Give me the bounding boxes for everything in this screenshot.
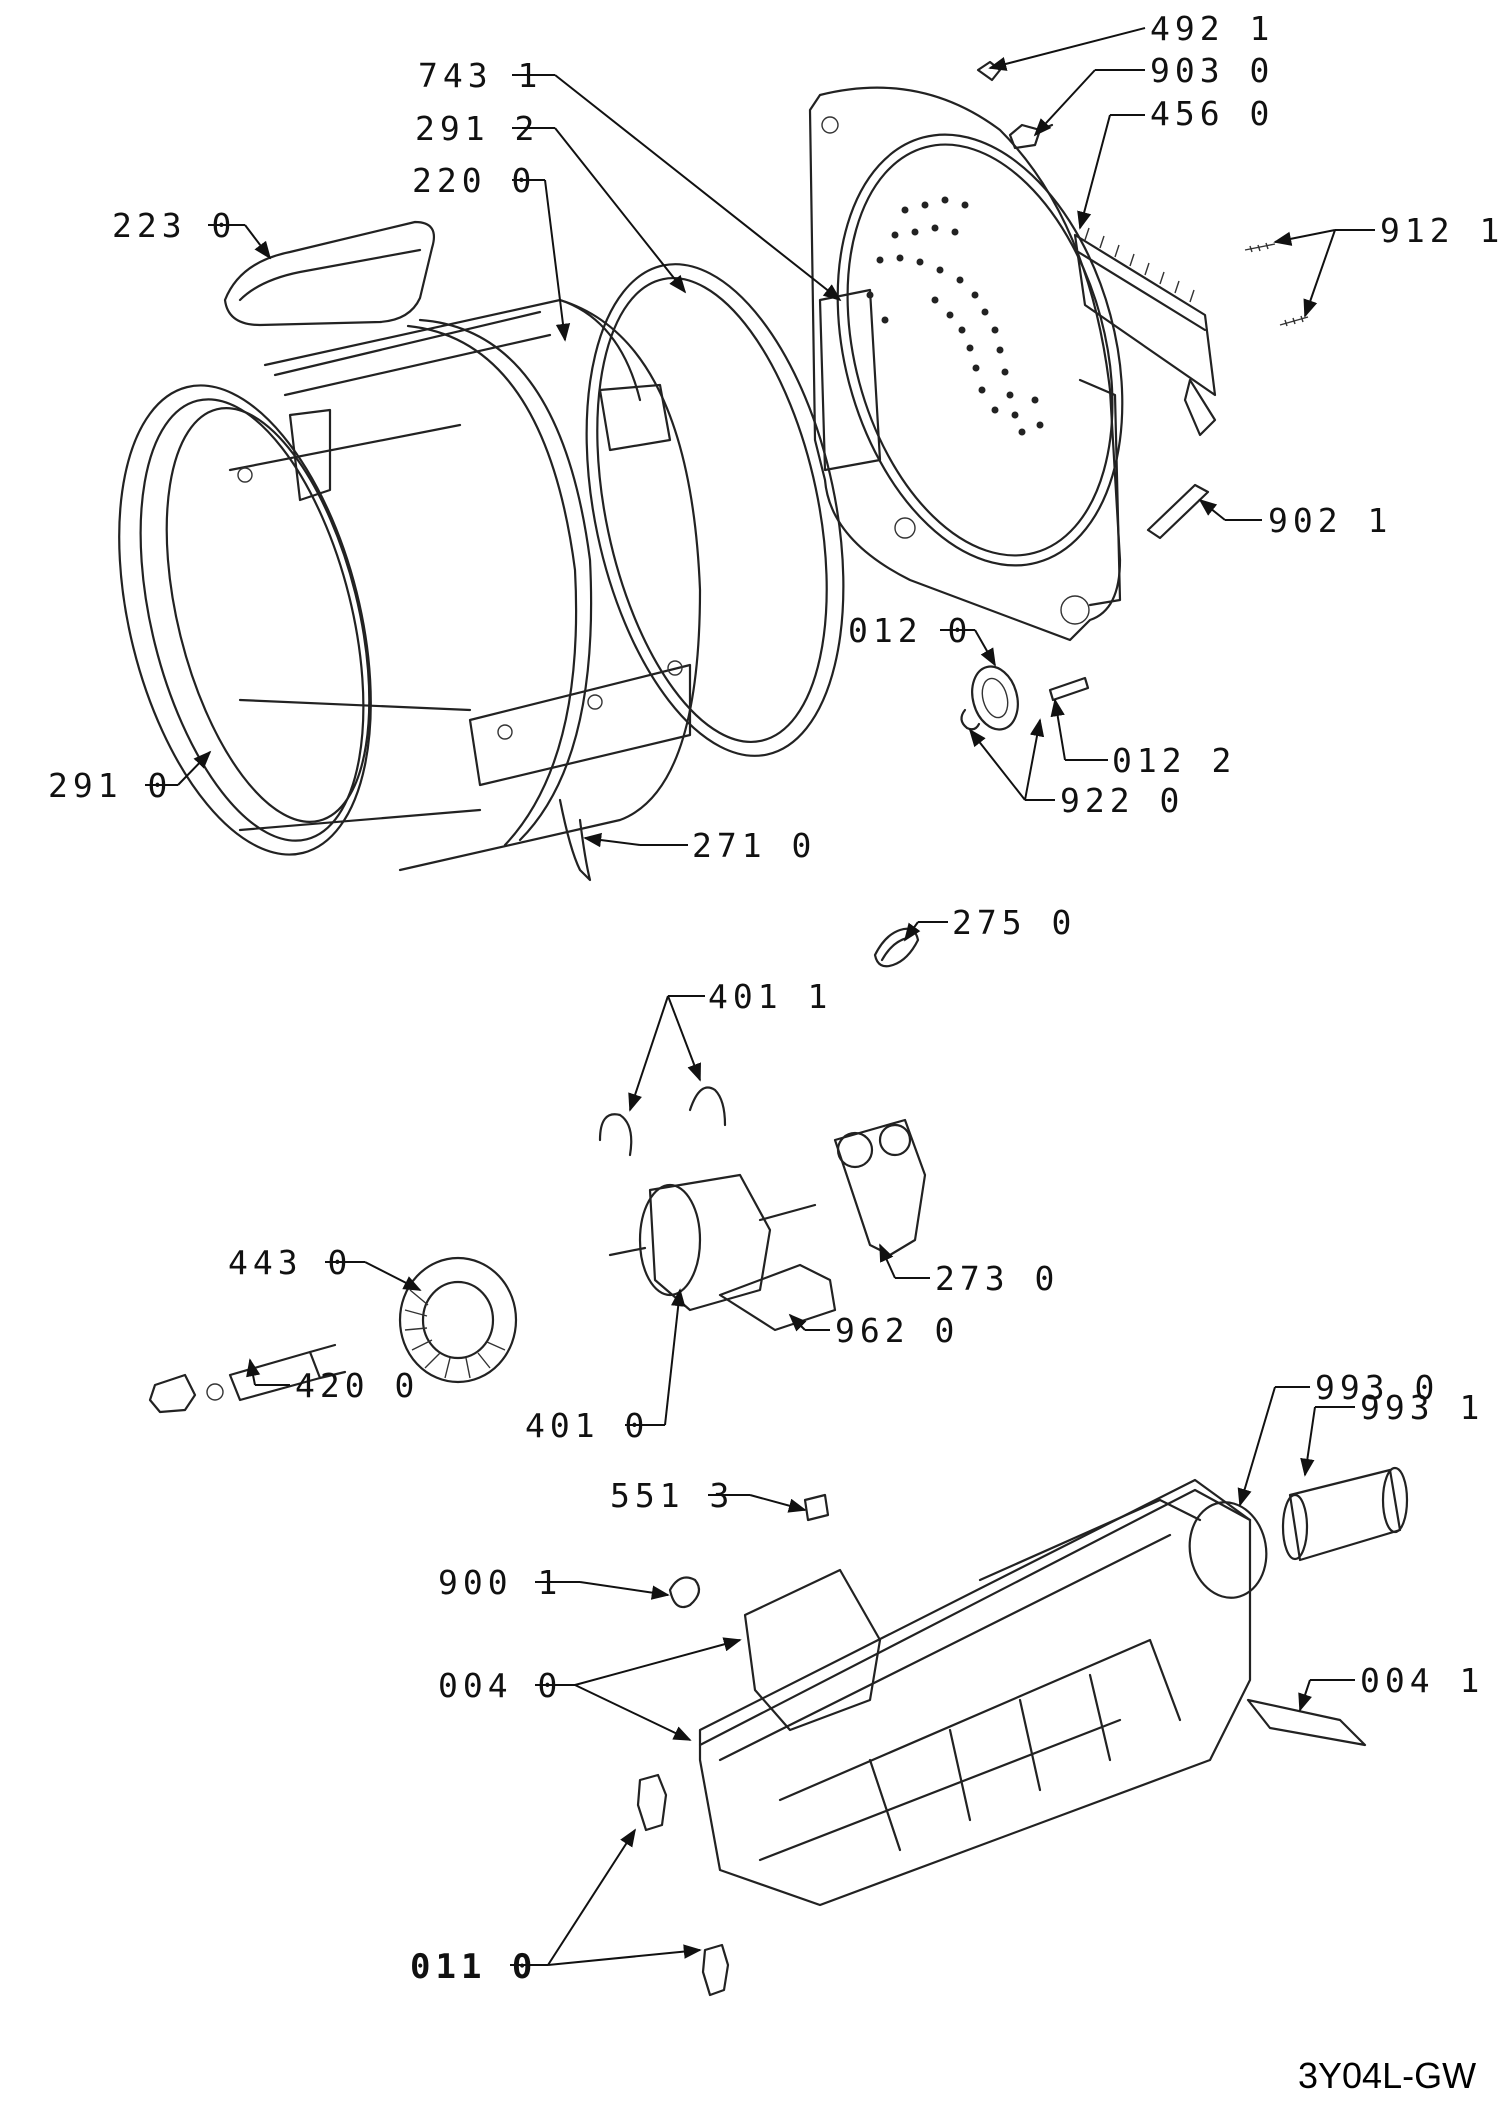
label-993-1: 993 1 xyxy=(1360,1388,1484,1427)
clip-922-0 xyxy=(960,708,981,731)
label-011-0: 011 0 xyxy=(410,1947,537,1987)
label-012-0: 012 0 xyxy=(848,611,972,650)
label-273-0: 273 0 xyxy=(935,1259,1059,1298)
drum xyxy=(228,298,702,872)
label-902-1: 902 1 xyxy=(1268,501,1392,540)
diagram-code: 3Y04L-GW xyxy=(1298,2055,1476,2096)
duct-flap-004-1 xyxy=(1246,1698,1367,1747)
shaft-012-2 xyxy=(1048,676,1090,702)
cable-clip-900-1 xyxy=(668,1576,701,1609)
label-420-0: 420 0 xyxy=(295,1366,419,1405)
screw-912-a xyxy=(1244,242,1276,253)
motor-clip-401-1-a xyxy=(598,1113,633,1157)
base-pan xyxy=(698,1478,1252,1907)
motor-cover-962 xyxy=(718,1263,837,1332)
filter-cap-993-0 xyxy=(1188,1501,1268,1599)
air-duct-004-0 xyxy=(743,1568,882,1732)
screw-912-b xyxy=(1279,315,1309,327)
drive-belt xyxy=(558,798,592,882)
leader-lines xyxy=(145,27,1375,1966)
rear-bearing-012-0 xyxy=(971,665,1019,731)
label-903-0: 903 0 xyxy=(1150,51,1274,90)
rear-bulkhead-panel xyxy=(808,86,1124,642)
clip-492 xyxy=(976,60,1002,82)
label-012-2: 012 2 xyxy=(1112,741,1236,780)
drive-motor xyxy=(608,1173,817,1312)
label-456-0: 456 0 xyxy=(1150,94,1274,133)
label-743-1: 743 1 xyxy=(418,56,542,95)
label-962-0: 962 0 xyxy=(835,1311,959,1350)
tension-spring-275 xyxy=(873,927,920,968)
base-foot-011-0-b xyxy=(701,1943,730,1997)
grommet-551-3 xyxy=(803,1493,830,1522)
rear-panel-vent-holes xyxy=(866,196,1044,436)
label-900-1: 900 1 xyxy=(438,1563,562,1602)
label-401-0: 401 0 xyxy=(525,1406,649,1445)
thermal-fuse-902 xyxy=(1146,483,1210,540)
front-drum-seal-ring xyxy=(118,384,372,856)
heating-element xyxy=(1073,227,1217,437)
label-401-1: 401 1 xyxy=(708,977,832,1016)
label-551-3: 551 3 xyxy=(610,1476,734,1515)
label-291-0: 291 0 xyxy=(48,766,172,805)
part-labels: 492 1 903 0 456 0 743 1 291 2 220 0 223 … xyxy=(48,9,1500,1987)
label-271-0: 271 0 xyxy=(692,826,816,865)
fan-shaft-420 xyxy=(148,1343,347,1414)
label-443-0: 443 0 xyxy=(228,1243,352,1282)
label-492-1: 492 1 xyxy=(1150,9,1274,48)
label-993-0: 993 0 xyxy=(1315,1368,1439,1407)
fan-impeller xyxy=(398,1256,518,1384)
base-foot-011-0-a xyxy=(636,1773,668,1832)
label-220-0: 220 0 xyxy=(412,161,536,200)
thermostat-903 xyxy=(1008,123,1054,150)
label-275-0: 275 0 xyxy=(952,903,1076,942)
label-223-0: 223 0 xyxy=(112,206,236,245)
drum-paddle xyxy=(223,220,436,327)
label-004-0: 004 0 xyxy=(438,1666,562,1705)
label-291-2: 291 2 xyxy=(415,109,539,148)
idler-arm xyxy=(833,1118,927,1257)
label-004-1: 004 1 xyxy=(1360,1661,1484,1700)
filter-tube-993-1 xyxy=(1281,1466,1409,1562)
label-912-1: 912 1 xyxy=(1380,211,1500,250)
drum-assembly xyxy=(118,220,845,882)
motor-clip-401-1-b xyxy=(688,1086,727,1127)
label-922-0: 922 0 xyxy=(1060,781,1184,820)
